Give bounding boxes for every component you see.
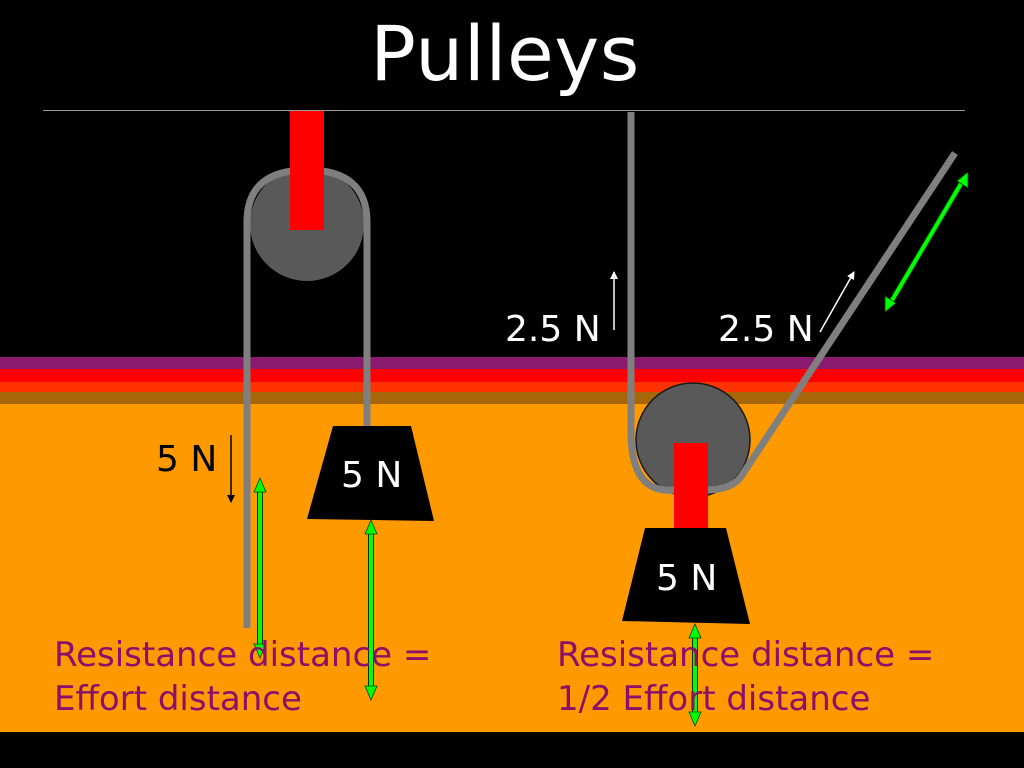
fixed-weight-label: 5 N — [341, 455, 403, 496]
movable-caption-line2: 1/2 Effort distance — [557, 679, 871, 719]
slide-title: Pulleys — [370, 9, 640, 98]
fixed-pulley-caption: Resistance distance = Effort distance — [54, 633, 431, 721]
movable-pulley-weight — [622, 528, 750, 624]
effort-distance-arrow — [253, 476, 267, 660]
movable-pulley-caption: Resistance distance = 1/2 Effort distanc… — [557, 633, 934, 721]
ground-area — [0, 404, 1024, 732]
fixed-caption-line2: Effort distance — [54, 679, 302, 719]
right-tension-label: 2.5 N — [718, 309, 814, 350]
bottom-strip — [0, 732, 1024, 768]
movable-pulley-system — [610, 112, 969, 728]
effort-force-label: 5 N — [156, 439, 218, 480]
fixed-pulley-system — [227, 111, 434, 702]
fixed-pulley-bracket — [290, 111, 324, 230]
band-bright — [0, 382, 1024, 392]
resistance-distance-arrow — [364, 518, 378, 702]
movable-weight-label: 5 N — [656, 558, 718, 599]
band-brown — [0, 392, 1024, 404]
movable-pulley-rope — [627, 112, 958, 494]
effort-distance-arrow-diagonal — [884, 171, 969, 313]
title-underline — [43, 110, 965, 111]
right-tension-up-arrow — [819, 271, 855, 333]
resistance-distance-arrow-short — [688, 622, 702, 728]
movable-pulley-bracket — [674, 443, 708, 531]
left-tension-label: 2.5 N — [505, 309, 601, 350]
movable-caption-line1: Resistance distance = — [557, 635, 935, 675]
band-red — [0, 369, 1024, 382]
fixed-caption-line1: Resistance distance = — [54, 635, 432, 675]
band-purple — [0, 357, 1024, 369]
fixed-pulley-weight — [307, 426, 434, 521]
